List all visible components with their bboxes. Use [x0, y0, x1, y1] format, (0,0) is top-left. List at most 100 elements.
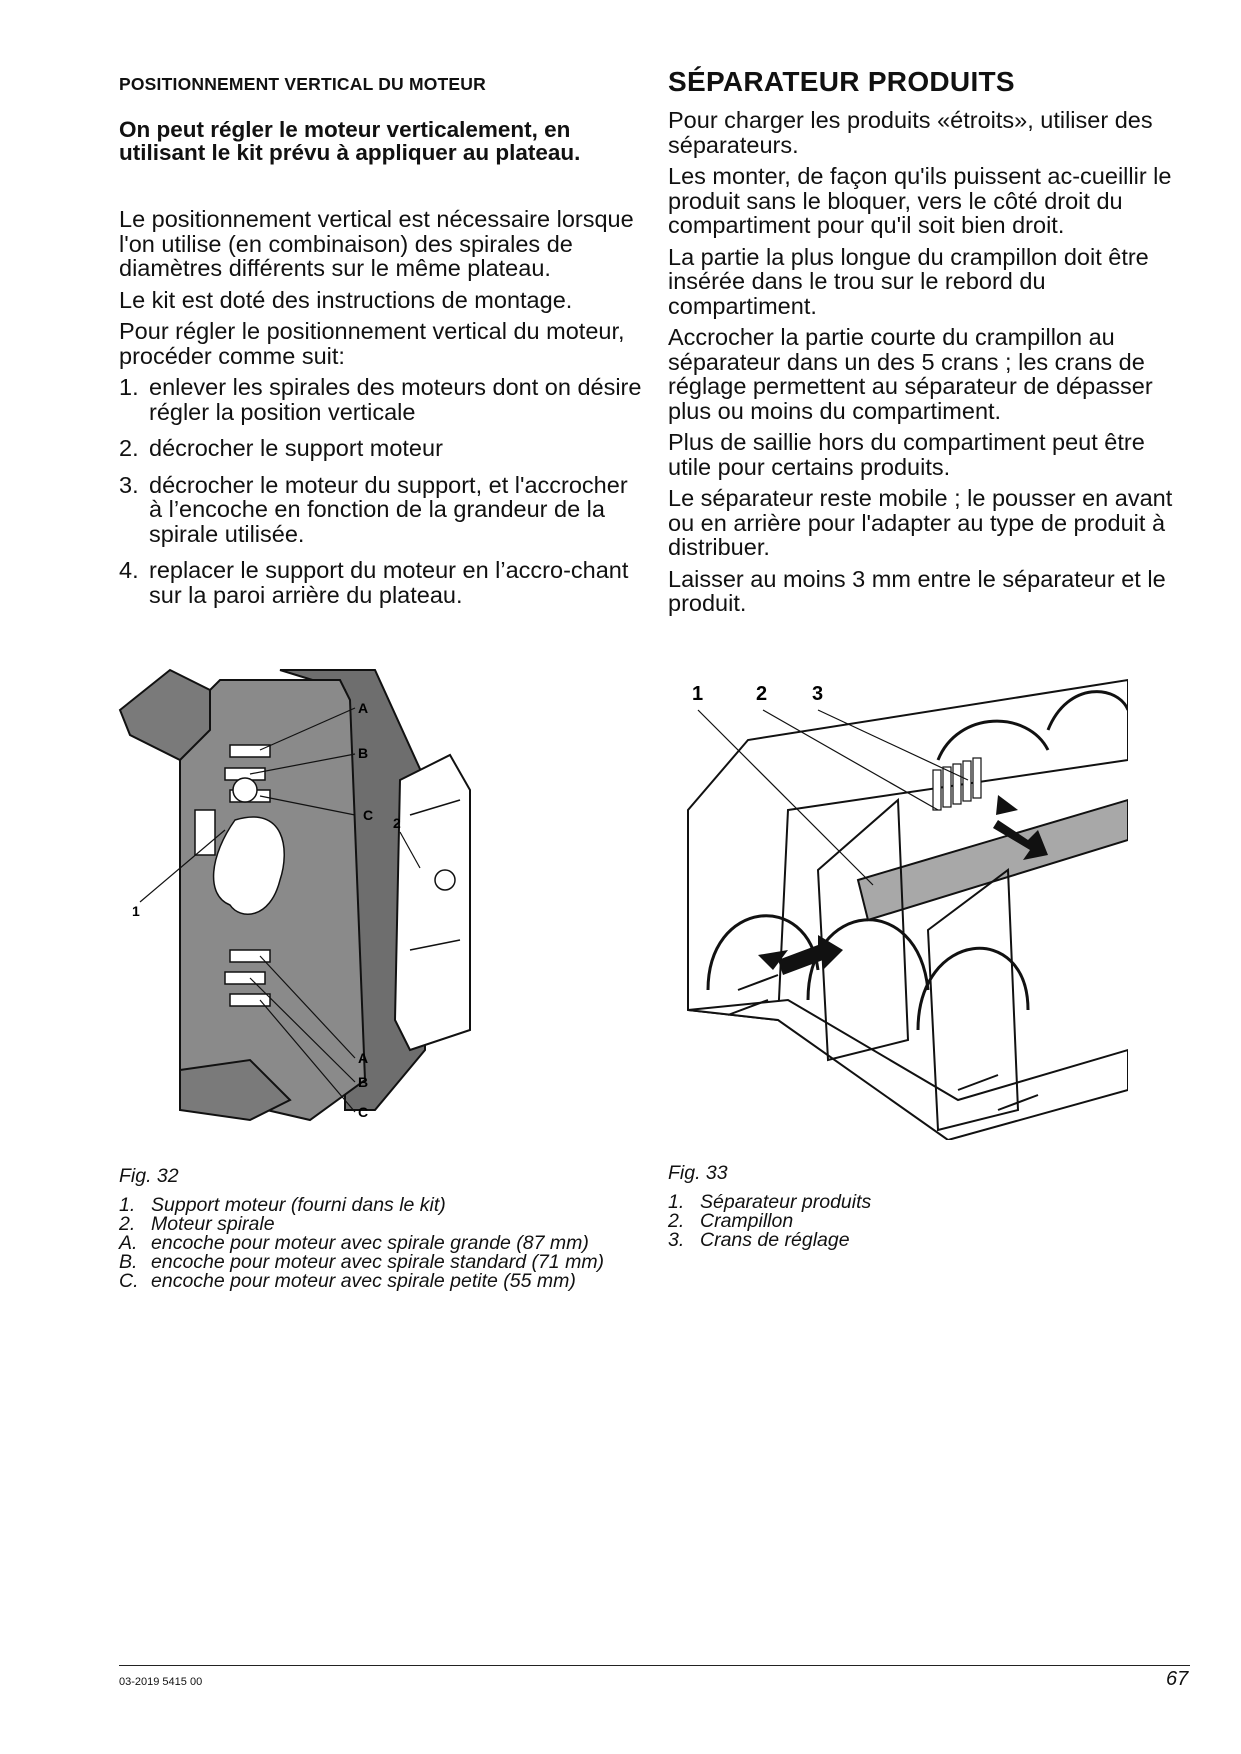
legend-text: encoche pour moteur avec spirale petite … [151, 1270, 576, 1292]
procedure-steps: 1. enlever les spirales des moteurs dont … [119, 375, 644, 607]
callout-1: 1 [132, 903, 140, 919]
body-paragraph: Accrocher la partie courte du crampillon… [668, 324, 1153, 424]
legend-text: Support moteur (fourni dans le kit) [151, 1194, 446, 1216]
double-arrow-front [778, 935, 843, 975]
legend-row: B.encoche pour moteur avec spirale stand… [119, 1251, 639, 1273]
figure-33-legend: 1. Séparateur produits 2. Crampillon 3.Cra… [668, 1191, 1188, 1251]
legend-key: C. [119, 1270, 139, 1292]
document-code: 03-2019 5415 00 [119, 1676, 203, 1688]
legend-text: Moteur spirale [151, 1213, 275, 1235]
step-text: décrocher le support moteur [149, 435, 443, 461]
legend-row: A. encoche pour moteur avec spirale grand… [119, 1232, 639, 1254]
motor-detail-line [409, 799, 461, 816]
legend-row: 2. Moteur spirale [119, 1213, 639, 1235]
step-number: 1. [119, 374, 139, 400]
step-number: 2. [119, 435, 139, 461]
left-body: Le positionnement vertical est nécessair… [119, 207, 644, 619]
callout-b: B [358, 745, 368, 761]
floor-slat [737, 974, 779, 991]
callout-c: C [363, 807, 373, 823]
callout-b-lower: B [358, 1074, 368, 1090]
legend-text: encoche pour moteur avec spirale grande … [151, 1232, 589, 1254]
step-item: 1. enlever les spirales des moteurs dont … [119, 375, 644, 424]
bottom-hook [179, 1058, 292, 1122]
slot-a-upper [229, 744, 271, 758]
legend-text: Crans de réglage [700, 1229, 850, 1251]
figure-32-caption: Fig. 32 [119, 1165, 179, 1187]
leader-line [817, 709, 969, 781]
leader-line [249, 753, 356, 775]
round-hole [232, 777, 258, 803]
legend-key: 2. [119, 1213, 136, 1235]
motor-detail-line [409, 939, 461, 951]
leader-line [399, 831, 421, 869]
legend-key: B. [119, 1251, 138, 1273]
partition-wall [816, 797, 910, 1062]
body-paragraph: Pour régler le positionnement vertical d… [119, 318, 625, 369]
legend-row: 3.Crans de réglage [668, 1229, 1188, 1251]
slot-c-lower [229, 993, 271, 1007]
body-paragraph: Laisser au moins 3 mm entre le séparateu… [668, 565, 1166, 616]
legend-text: Séparateur produits [700, 1191, 872, 1213]
section-title: SÉPARATEUR PRODUITS [668, 66, 1015, 97]
body-paragraph: Les monter, de façon qu'ils puissent ac-… [668, 163, 1172, 238]
body-paragraph: Pour charger les produits «étroits», uti… [668, 107, 1153, 158]
spiral-arc [916, 946, 1030, 1031]
callout-3: 3 [812, 683, 823, 705]
arrow-head-icon [758, 950, 788, 970]
product-separator-figure: 1 2 3 [687, 678, 1128, 1140]
figure-33-caption: Fig. 33 [668, 1162, 728, 1184]
callout-2: 2 [393, 815, 401, 831]
leader-line [259, 955, 356, 1059]
legend-key: 1. [668, 1191, 685, 1213]
step-item: 2. décrocher le support moteur [119, 436, 644, 461]
step-number: 3. [119, 471, 139, 498]
spiral-motor [393, 753, 471, 1052]
spiral-arc [806, 918, 930, 1001]
arrow-head-icon [996, 795, 1018, 815]
legend-key: 2. [668, 1210, 685, 1232]
lead-paragraph: On peut régler le moteur verticalement, … [119, 117, 581, 165]
spiral-arc [1046, 690, 1128, 731]
body-paragraph: La partie la plus longue du crampillon d… [668, 243, 1149, 319]
step-number: 4. [119, 557, 139, 583]
slot-b-lower [224, 971, 266, 985]
tray-left-wall [687, 678, 1128, 1022]
adjustment-notch [952, 763, 962, 805]
body-paragraph: Le kit est doté des instructions de mont… [119, 286, 573, 313]
page-number: 67 [1166, 1668, 1189, 1690]
leader-line [762, 709, 939, 811]
adjustment-notch [942, 766, 952, 808]
top-hook [118, 668, 211, 762]
partition-wall [926, 868, 1020, 1132]
right-body: Pour charger les produits «étroits», uti… [668, 108, 1193, 623]
section-subheading: POSITIONNEMENT VERTICAL DU MOTEUR [119, 74, 486, 94]
motor-support-figure: A B C 2 1 A B C [118, 668, 471, 1122]
step-text: enlever les spirales des moteurs dont on… [149, 374, 642, 425]
motor-detail-circle [434, 869, 456, 891]
body-paragraph: Le positionnement vertical est nécessair… [119, 206, 634, 281]
callout-a-lower: A [358, 1050, 368, 1066]
legend-row: C. encoche pour moteur avec spirale petit… [119, 1270, 639, 1292]
spiral-arc [936, 719, 1050, 761]
leader-line [259, 795, 356, 816]
leader-line [259, 999, 356, 1113]
motor-cutout [212, 816, 285, 915]
callout-a: A [358, 700, 368, 716]
figure-32-legend: 1. Support moteur (fourni dans le kit) 2.… [119, 1194, 639, 1292]
footer-divider [119, 1665, 1190, 1666]
leader-line [259, 707, 356, 751]
step-text: replacer le support du moteur en l’accro… [149, 557, 629, 608]
spiral-arc [706, 914, 820, 991]
legend-key: A. [119, 1232, 138, 1254]
legend-text: Crampillon [700, 1210, 794, 1232]
legend-row: 1. Support moteur (fourni dans le kit) [119, 1194, 639, 1216]
product-separator [856, 798, 1128, 922]
slot-a-lower [229, 949, 271, 963]
callout-c-lower: C [358, 1104, 368, 1120]
legend-key: 1. [119, 1194, 136, 1216]
adjustment-notch [932, 769, 942, 811]
rect-cutout [194, 809, 216, 856]
legend-row: 2. Crampillon [668, 1210, 1188, 1232]
leader-line [139, 829, 226, 903]
